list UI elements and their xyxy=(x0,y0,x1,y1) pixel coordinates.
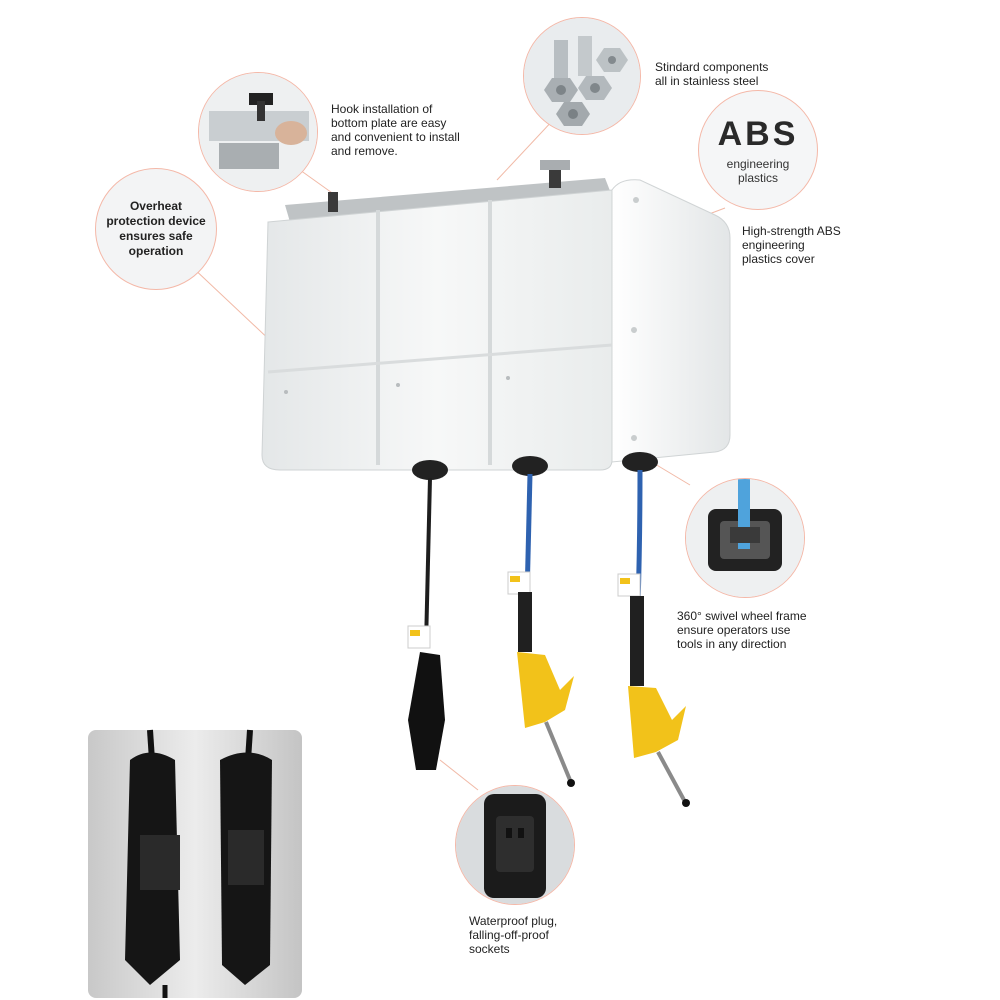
leader-lines xyxy=(189,117,726,791)
abs-subtitle: engineering plastics xyxy=(726,157,790,185)
overheat-protection-label: Overheat protection device ensures safe … xyxy=(106,199,206,258)
air-hose-2 xyxy=(617,469,690,807)
abs-bubble: ABS engineering plastics xyxy=(698,90,818,210)
abs-cover-label: High-strength ABS engineering plastics c… xyxy=(742,224,841,266)
hook-installation-label: Hook installation of bottom plate are ea… xyxy=(331,102,460,158)
swivel-frame-label: 360° swivel wheel frame ensure operators… xyxy=(677,609,807,651)
power-cord xyxy=(407,477,445,770)
overheat-protection-bubble: Overheat protection device ensures safe … xyxy=(95,168,217,290)
swivel-frame-photo xyxy=(686,479,804,597)
waterproof-plug-bubble xyxy=(455,785,575,905)
bolts-nuts-photo xyxy=(524,18,640,134)
swivel-frame-bubble xyxy=(685,478,805,598)
waterproof-plug-label: Waterproof plug, falling-off-proof socke… xyxy=(469,914,558,956)
mounting-plate xyxy=(285,160,612,222)
plug-inset-photo xyxy=(88,729,302,998)
swivel-outlets xyxy=(412,452,658,480)
stainless-components-label: Stindard components all in stainless ste… xyxy=(655,60,769,88)
abs-title: ABS xyxy=(717,115,799,153)
waterproof-plug-photo xyxy=(456,786,574,904)
stainless-components-bubble xyxy=(523,17,641,135)
hook-installation-bubble xyxy=(198,72,318,192)
air-hose-1 xyxy=(507,473,575,787)
reel-housing xyxy=(261,179,731,471)
hook-installation-photo xyxy=(199,73,317,191)
